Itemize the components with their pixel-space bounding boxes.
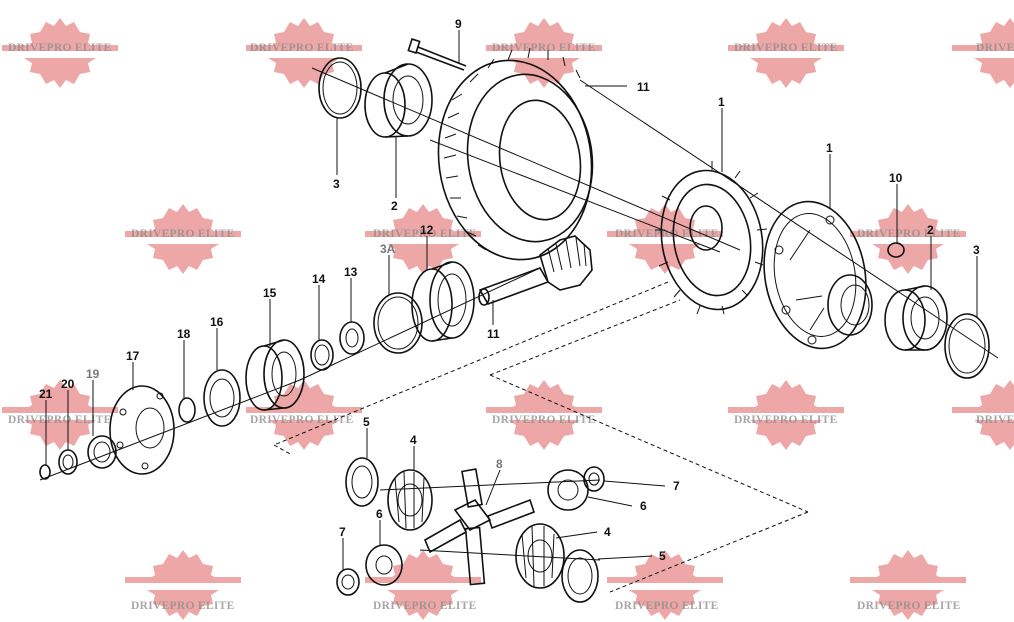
snap-ring-3-left xyxy=(318,57,362,119)
callout-label: 5 xyxy=(659,549,666,563)
watermark-text: DRIVEPRO ELITE xyxy=(976,414,1014,426)
watermark-text: DRIVEPRO ELITE xyxy=(734,414,838,426)
axis-lines xyxy=(39,67,999,561)
washer-19 xyxy=(87,435,117,469)
callout-label: 2 xyxy=(391,199,398,213)
watermark-text: DRIVEPRO ELITE xyxy=(492,42,596,54)
differential-case-1-right xyxy=(763,200,873,350)
callout-label: 18 xyxy=(177,327,191,341)
nut-10 xyxy=(887,242,905,258)
bearing-12 xyxy=(411,261,475,342)
watermark-text: DRIVEPRO ELITE xyxy=(131,228,235,240)
ring-3A xyxy=(373,292,423,354)
watermark-text: DRIVEPRO ELITE xyxy=(250,42,354,54)
assembly-dashed-outline xyxy=(273,281,809,593)
callout-label: 19 xyxy=(86,367,100,381)
callout-label: 8 xyxy=(496,457,503,471)
shim-14 xyxy=(310,339,334,371)
watermark-text: DRIVEPRO ELITE xyxy=(131,600,235,612)
callout-labels: 9 11 1 1 10 3 2 2 3 12 3A 13 14 15 11 16… xyxy=(39,17,980,563)
watermark-text: DRIVEPRO ELITE xyxy=(734,42,838,54)
callout-label: 4 xyxy=(604,525,611,539)
thrust-washer-7-upper xyxy=(583,466,605,492)
callout-label: 3A xyxy=(380,242,396,256)
watermark-text: DRIVEPRO ELITE xyxy=(250,414,354,426)
differential-case-1-middle xyxy=(655,161,768,315)
callout-label: 6 xyxy=(640,499,647,513)
watermark-text: DRIVEPRO ELITE xyxy=(492,414,596,426)
callout-label: 16 xyxy=(210,315,224,329)
callout-label: 6 xyxy=(376,507,383,521)
callout-label: 5 xyxy=(363,415,370,429)
washer-18 xyxy=(178,397,196,423)
seal-16 xyxy=(203,369,241,427)
watermark-text: DRIVEPRO ELITE xyxy=(8,414,112,426)
callout-label: 7 xyxy=(673,479,680,493)
callout-label: 17 xyxy=(126,349,140,363)
callout-label: 21 xyxy=(39,387,53,401)
watermark-text: DRIVEPRO ELITE xyxy=(857,228,961,240)
watermark-text: DRIVEPRO ELITE xyxy=(857,600,961,612)
side-gear-4-left xyxy=(387,469,433,531)
nut-20 xyxy=(58,449,78,475)
watermark-text: DRIVEPRO ELITE xyxy=(8,42,112,54)
callout-label: 13 xyxy=(344,265,358,279)
callout-label: 20 xyxy=(61,377,75,391)
watermark-text: DRIVEPRO ELITE xyxy=(373,228,477,240)
callout-label: 3 xyxy=(973,243,980,257)
snap-ring-3-right xyxy=(944,313,990,379)
spacer-13 xyxy=(339,321,365,355)
thrust-washer-5-left xyxy=(345,457,379,507)
callout-label: 9 xyxy=(455,17,462,31)
watermark-text: DRIVEPRO ELITE xyxy=(615,228,719,240)
callout-label: 1 xyxy=(718,95,725,109)
callout-label: 4 xyxy=(410,433,417,447)
callout-label: 11 xyxy=(637,80,650,94)
flange-17 xyxy=(109,385,175,475)
callout-label: 12 xyxy=(420,223,434,237)
callout-label: 10 xyxy=(889,171,903,185)
pinion-gear-6-lower xyxy=(365,544,403,586)
callout-label: 14 xyxy=(312,272,326,286)
bolt-9 xyxy=(407,38,467,71)
bearing-2-right xyxy=(884,285,948,351)
pinion-gear-6-upper xyxy=(547,469,589,511)
side-gear-4-right xyxy=(515,523,565,589)
ring-gear-11 xyxy=(437,47,594,261)
callout-label: 3 xyxy=(333,177,340,191)
watermark-text: DRIVEPRO ELITE xyxy=(976,42,1014,54)
callout-label: 2 xyxy=(927,223,934,237)
leader-lines xyxy=(45,30,978,570)
thrust-washer-7-lower xyxy=(336,568,360,596)
watermark-text: DRIVEPRO ELITE xyxy=(373,600,477,612)
thrust-washer-5-right xyxy=(561,549,599,603)
callout-label: 15 xyxy=(263,286,277,300)
bearing-15 xyxy=(245,339,305,411)
cotter-pin-21 xyxy=(39,464,51,480)
watermark-layer: DRIVEPRO ELITE DRIVEPRO ELITE DRIVEPRO E… xyxy=(2,18,1014,620)
callout-label: 7 xyxy=(339,525,346,539)
cross-shaft-8 xyxy=(423,468,536,586)
bearing-2-left xyxy=(364,63,433,138)
callout-label: 11 xyxy=(487,327,500,341)
pinion-gear-11 xyxy=(478,235,593,306)
callout-label: 1 xyxy=(826,141,833,155)
watermark-text: DRIVEPRO ELITE xyxy=(615,600,719,612)
